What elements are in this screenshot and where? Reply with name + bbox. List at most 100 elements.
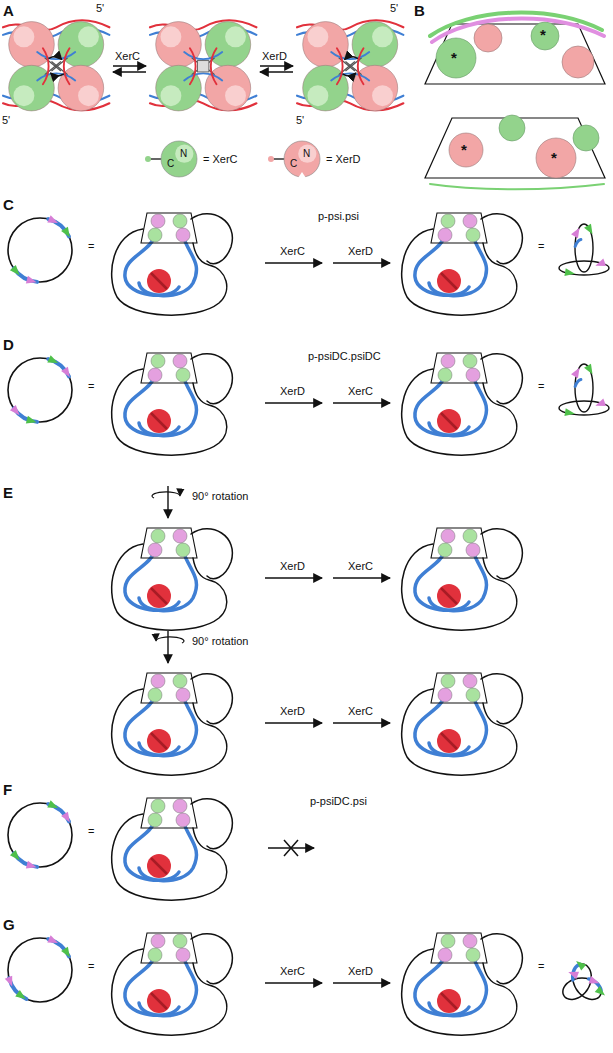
- site-triangle: [15, 990, 28, 1002]
- dna-strand: [415, 956, 469, 1015]
- recombinase-subunit: [441, 529, 455, 543]
- recombinase-subunit: [438, 948, 452, 962]
- recombinase-subunit: [151, 354, 165, 368]
- panel-letter: A: [3, 2, 14, 20]
- site-triangle: [26, 416, 38, 426]
- annotation: XerC: [115, 50, 140, 63]
- site-triangle: [47, 355, 59, 366]
- synaptic-complex: [150, 20, 256, 111]
- recombinase-subunit: [441, 214, 455, 228]
- synapse-plane: [431, 213, 487, 243]
- dna-strand: [112, 814, 227, 900]
- site-triangle: [10, 850, 23, 863]
- site-triangle: [564, 408, 575, 418]
- panel-letter: F: [3, 781, 12, 799]
- recombinase-subunit: [173, 674, 187, 688]
- c-domain: [161, 141, 197, 177]
- rotation-axis: [167, 486, 168, 518]
- accessory-protein: [437, 409, 461, 433]
- dna-strand: [112, 229, 227, 315]
- asterisk-mark: *: [451, 49, 457, 67]
- recombinase-subunit: [466, 543, 480, 557]
- site-triangle: [594, 259, 606, 270]
- recombinase-subunit: [151, 529, 165, 543]
- reaction-arrow: [265, 402, 322, 403]
- recombinase-subunit: [531, 22, 559, 50]
- tail-notch: [298, 172, 306, 178]
- annotation: =: [88, 825, 94, 838]
- synapse-plane: [431, 933, 487, 963]
- annotation: XerC: [348, 705, 373, 718]
- annotation: = XerC: [203, 153, 238, 166]
- accessory-protein: [147, 989, 171, 1013]
- synapse-plane: [141, 528, 197, 558]
- synaptic-complex: [402, 528, 523, 630]
- recombinase-subunit: [573, 125, 599, 151]
- dna-strand: [191, 529, 232, 579]
- asterisk-mark: *: [540, 26, 546, 44]
- strand-exchange-arrow: [51, 73, 64, 76]
- site-triangle: [571, 226, 583, 239]
- synapse-plane: [141, 933, 197, 963]
- protein-symbol: CN: [160, 140, 198, 178]
- asterisk-mark: *: [461, 141, 467, 159]
- recombinase-subunit: [441, 934, 455, 948]
- dna-strand: [429, 956, 487, 1016]
- synaptic-complex: [112, 528, 233, 630]
- recombinase-subunit: [441, 674, 455, 688]
- dna-strand: [331, 73, 369, 80]
- synapse-plane: [141, 353, 197, 383]
- n-terminal-domain: [307, 85, 328, 106]
- synapse-plane: [431, 528, 487, 558]
- dna-strand: [139, 956, 197, 1016]
- c-terminal-tail: [273, 158, 285, 160]
- annotation: XerD: [348, 965, 373, 978]
- synapse-plane: [141, 798, 197, 828]
- plasmid: [8, 358, 72, 422]
- n-terminal-domain: [160, 26, 181, 47]
- plasmid: [8, 803, 72, 867]
- dna-strand: [139, 551, 197, 611]
- n-terminal-domain: [78, 26, 99, 47]
- dna-strand: [575, 380, 581, 387]
- recombinase-subunit: [438, 228, 452, 242]
- dna-strand: [125, 551, 179, 610]
- n-terminal-domain: [78, 85, 99, 106]
- accessory-stripe: [441, 273, 457, 289]
- annotation: XerD: [262, 50, 287, 63]
- dna-strand: [191, 354, 232, 404]
- reaction-arrow: [265, 577, 322, 578]
- synaptic-complex: [112, 798, 233, 900]
- synaptic-complex: [402, 673, 523, 775]
- recombinase-subunit: [176, 543, 190, 557]
- recombinase-subunit: [173, 799, 187, 813]
- recombinase-subunit: [148, 948, 162, 962]
- dna-strand: [37, 73, 75, 80]
- protein-shape: [283, 140, 321, 178]
- reaction-arrow: [265, 722, 322, 723]
- recombinase-subunit: [148, 228, 162, 242]
- recombinase-subunit: [466, 368, 480, 382]
- panel-letter: B: [414, 2, 425, 20]
- accessory-protein: [147, 584, 171, 608]
- reaction-arrow: [265, 982, 322, 983]
- c-domain: [284, 141, 320, 177]
- recombinase-subunit: [449, 133, 483, 167]
- annotation: =: [538, 960, 544, 973]
- accessory-protein: [147, 729, 171, 753]
- recombinase-subunit: [441, 354, 455, 368]
- n-terminal-domain: [372, 26, 393, 47]
- plasmid: [8, 218, 72, 282]
- plasmid: [8, 938, 72, 1002]
- asterisk-mark: *: [551, 149, 557, 167]
- accessory-stripe: [151, 413, 167, 429]
- site-triangle: [584, 224, 596, 237]
- accessory-stripe: [151, 858, 167, 874]
- recombinase-subunit: [176, 228, 190, 242]
- recombinase-subunit: [176, 948, 190, 962]
- recombinase-subunit: [173, 214, 187, 228]
- accessory-stripe: [151, 733, 167, 749]
- site-triangle: [47, 800, 59, 811]
- dna-strand: [64, 48, 70, 84]
